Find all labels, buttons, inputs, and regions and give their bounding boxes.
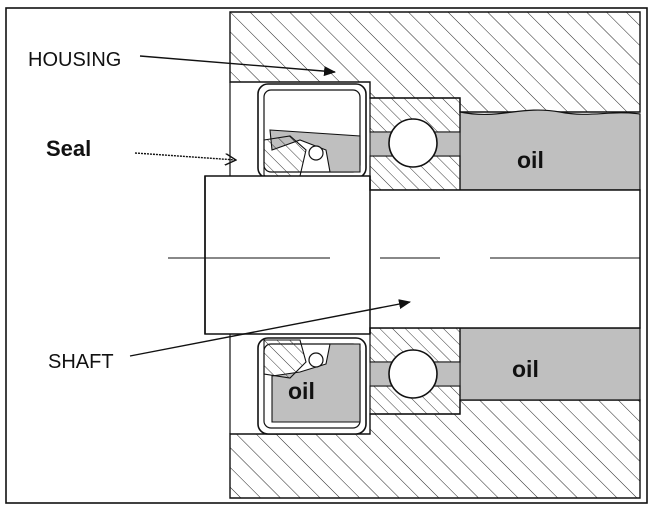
seal-lower <box>257 337 367 435</box>
bearing-upper <box>369 97 461 191</box>
shaft-label: SHAFT <box>48 351 114 373</box>
oil-region-lower <box>459 327 641 401</box>
seal-arrow <box>134 152 236 160</box>
housing-arrow <box>139 55 336 77</box>
seal-label: Seal <box>46 136 91 161</box>
seal-upper <box>257 83 367 179</box>
oil-label-lower-right: oil <box>512 356 539 382</box>
bearing-lower <box>369 327 461 415</box>
shaft-arrow <box>129 299 411 357</box>
oil-label-upper-right: oil <box>517 147 544 173</box>
oil-region-upper <box>459 109 641 191</box>
housing-label: HOUSING <box>28 49 121 71</box>
ball-lower <box>388 349 438 399</box>
ball-upper <box>388 118 438 168</box>
oil-label-lower-seal: oil <box>288 378 315 404</box>
shaft <box>168 175 641 335</box>
